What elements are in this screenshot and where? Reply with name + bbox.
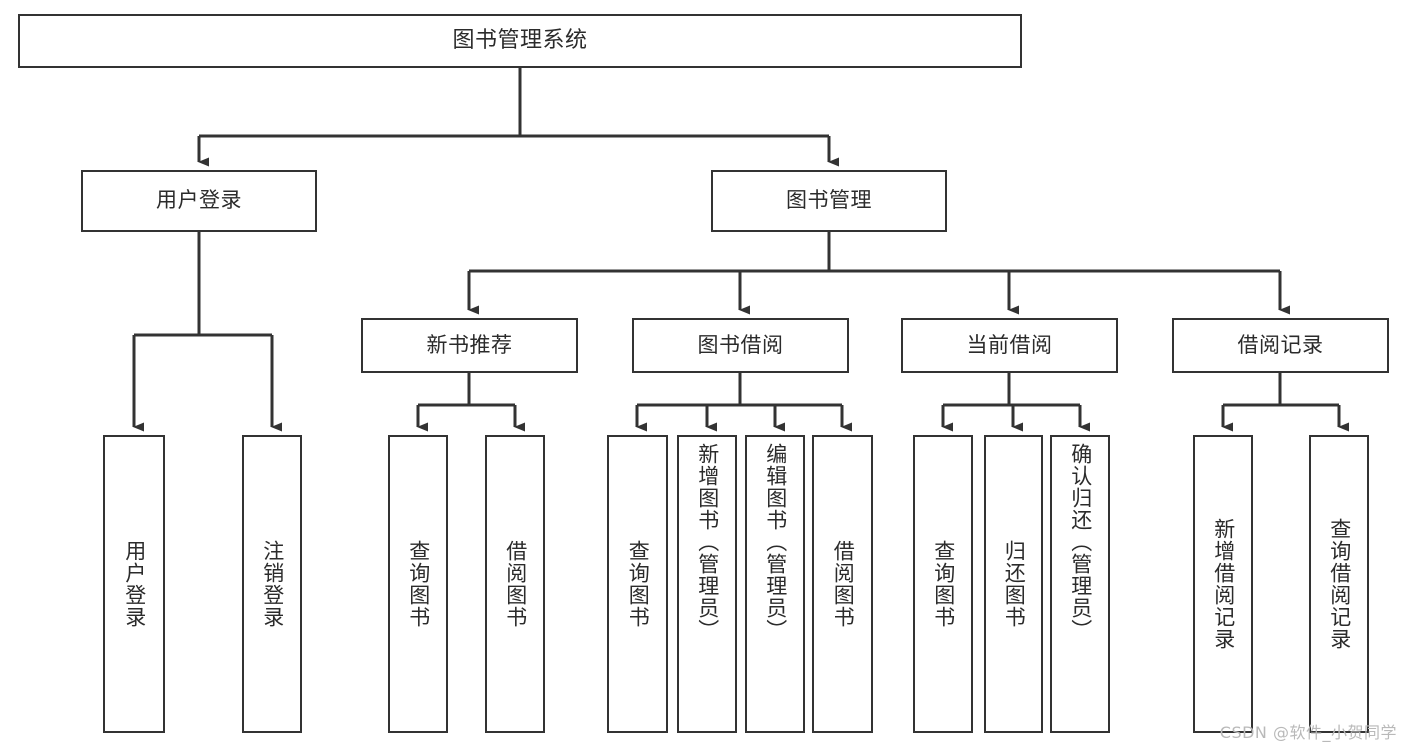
csdn-watermark: CSDN @软件_小贺同学 [1219, 723, 1397, 742]
node-leaf-query-book[interactable]: 查询图书 [607, 435, 668, 733]
edge-group-book-manage [467, 232, 1290, 315]
node-book-manage-label: 图书管理 [786, 188, 872, 213]
node-leaf-borrow-book-label: 借阅图书 [831, 540, 856, 628]
node-current-borrow[interactable]: 当前借阅 [901, 318, 1118, 373]
node-leaf-borrow-book[interactable]: 借阅图书 [812, 435, 873, 733]
node-root-label: 图书管理系统 [452, 27, 588, 53]
node-leaf-return-book-label: 归还图书 [1002, 540, 1027, 628]
node-leaf-add-record-label: 新增借阅记录 [1211, 518, 1236, 650]
node-current-borrow-label: 当前借阅 [966, 332, 1053, 357]
node-user-login[interactable]: 用户登录 [81, 170, 317, 232]
edge-group-user-login [132, 232, 282, 432]
node-book-borrow[interactable]: 图书借阅 [632, 318, 849, 373]
node-leaf-borrow-book-rec[interactable]: 借阅图书 [485, 435, 545, 733]
node-book-borrow-label: 图书借阅 [697, 332, 784, 357]
node-borrow-record-label: 借阅记录 [1237, 332, 1324, 357]
node-leaf-query-record[interactable]: 查询借阅记录 [1309, 435, 1369, 733]
node-leaf-logout-label: 注销登录 [260, 540, 285, 628]
node-leaf-user-login-label: 用户登录 [122, 540, 147, 628]
node-leaf-logout[interactable]: 注销登录 [242, 435, 302, 733]
edge-group-new-book-rec [416, 373, 525, 432]
node-leaf-query-current-label: 查询图书 [931, 540, 956, 628]
node-leaf-edit-book-label: 编辑图书（管理员） [763, 443, 788, 641]
node-leaf-query-book-rec[interactable]: 查询图书 [388, 435, 448, 733]
node-leaf-query-book-label: 查询图书 [626, 540, 651, 628]
node-new-book-rec-label: 新书推荐 [426, 332, 513, 357]
node-leaf-query-record-label: 查询借阅记录 [1327, 518, 1352, 650]
node-user-login-label: 用户登录 [156, 188, 242, 213]
node-book-manage[interactable]: 图书管理 [711, 170, 947, 232]
edge-group-current-borrow [941, 373, 1090, 432]
edge-group-root [197, 68, 839, 167]
node-leaf-add-record[interactable]: 新增借阅记录 [1193, 435, 1253, 733]
node-borrow-record[interactable]: 借阅记录 [1172, 318, 1389, 373]
node-leaf-add-book[interactable]: 新增图书（管理员） [677, 435, 737, 733]
node-leaf-edit-book[interactable]: 编辑图书（管理员） [745, 435, 805, 733]
node-new-book-rec[interactable]: 新书推荐 [361, 318, 578, 373]
node-leaf-confirm-return[interactable]: 确认归还（管理员） [1050, 435, 1110, 733]
edge-group-book-borrow [635, 373, 852, 432]
node-leaf-return-book[interactable]: 归还图书 [984, 435, 1043, 733]
node-leaf-user-login[interactable]: 用户登录 [103, 435, 165, 733]
node-leaf-query-book-rec-label: 查询图书 [406, 540, 431, 628]
node-leaf-confirm-return-label: 确认归还（管理员） [1068, 443, 1093, 641]
node-leaf-borrow-book-rec-label: 借阅图书 [503, 540, 528, 628]
node-root[interactable]: 图书管理系统 [18, 14, 1022, 68]
node-leaf-query-current[interactable]: 查询图书 [913, 435, 973, 733]
node-leaf-add-book-label: 新增图书（管理员） [695, 443, 720, 641]
edge-group-borrow-record [1221, 373, 1349, 432]
